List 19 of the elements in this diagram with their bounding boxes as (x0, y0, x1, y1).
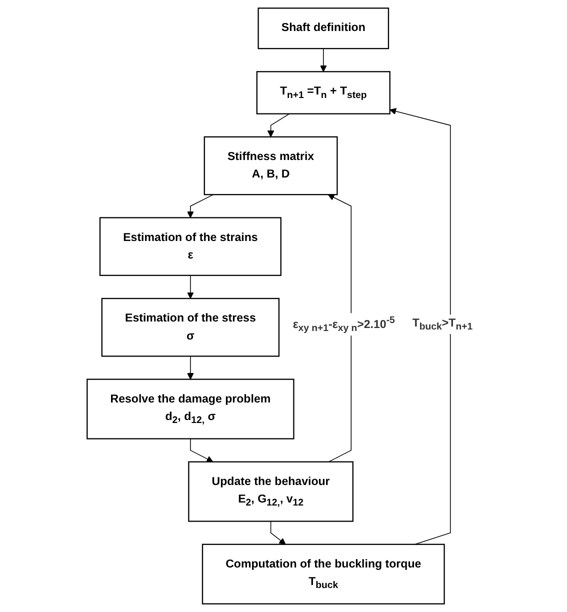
arrow (320, 48, 328, 72)
edge-label: ε$_{xy n+1}$-ε$_{xy n}$>2.10$^{-5}$ (293, 314, 396, 334)
arrow (187, 275, 194, 299)
arrow (328, 194, 352, 462)
node-box: Stiffness matrix A, B, D (204, 136, 338, 196)
arrow (268, 113, 290, 138)
arrow (187, 356, 194, 380)
node-box: Update the behaviour E$_{2}$, G$_{12,}$, v$_{12}$ (188, 461, 354, 522)
node-box: Estimation of the stress σ (102, 298, 280, 357)
arrow (390, 108, 452, 545)
arrow (270, 520, 286, 545)
node-box: Computation of the buckling torque T$_{buck}$ (202, 544, 446, 604)
node-box: T$_{n+1}$ =T$_{n}$ + T$_{step}$ (256, 71, 391, 114)
arrow (190, 438, 214, 462)
node-box: Resolve the damage problem d$_{2}$, d$_{12,}$ σ (86, 378, 295, 440)
node-box: Shaft definition (258, 8, 390, 50)
node-box: Estimation of the strains ε (100, 217, 282, 276)
edge-label: T$_{buck}$>T$_{n+1}$ (412, 316, 473, 332)
arrow (187, 194, 214, 218)
